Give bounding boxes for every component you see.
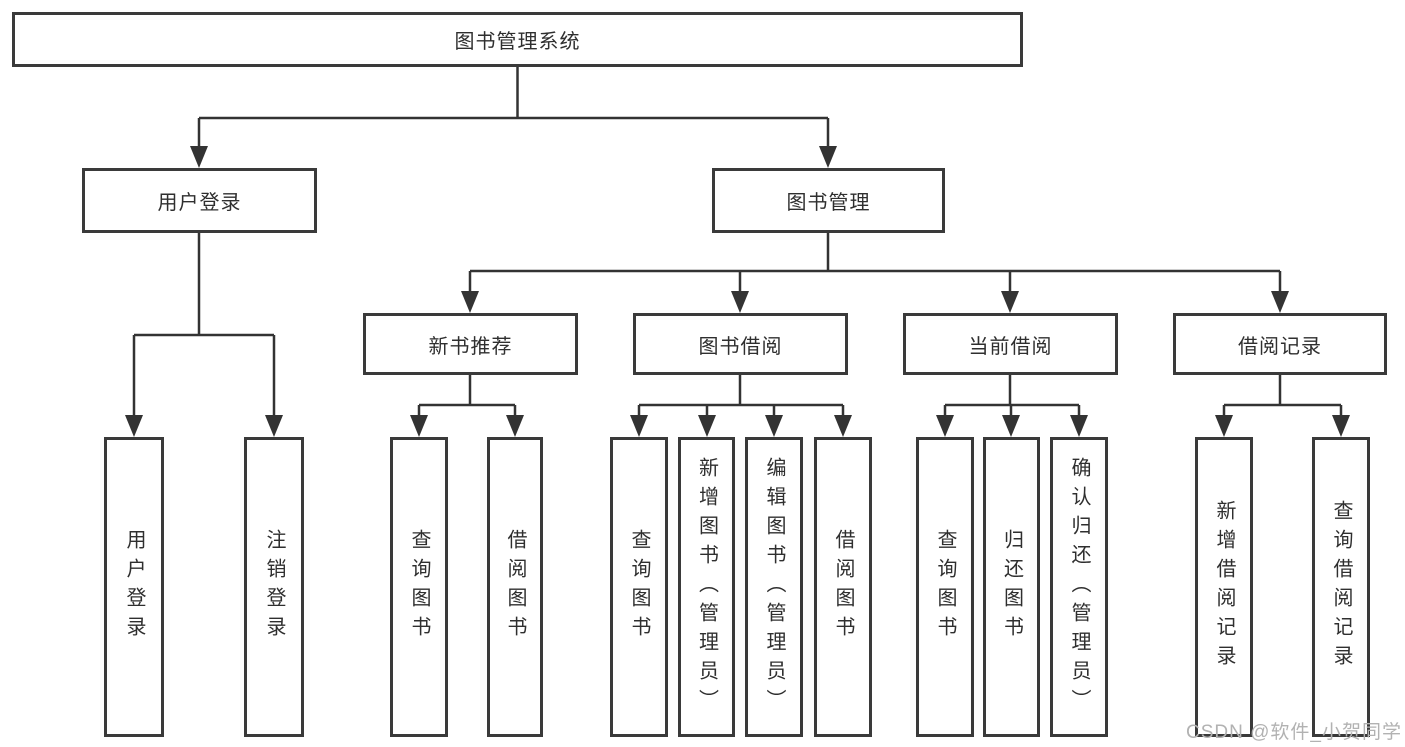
node-label: 新书推荐 [428,335,513,358]
node-library-management-system: 图书管理系统 [12,12,1023,67]
node-label: 用户登录 [123,529,145,645]
arrow-icon [1070,415,1088,437]
leaf-add-books-admin: 新增图书（管理员） [678,437,735,737]
leaf-user-login: 用户登录 [104,437,164,737]
arrow-icon [1271,291,1289,313]
leaf-return-books: 归还图书 [983,437,1040,737]
arrow-icon [1332,415,1350,437]
arrow-icon [834,415,852,437]
node-label: 新增图书（管理员） [695,456,718,718]
node-label: 用户登录 [157,192,242,214]
node-label: 新增借阅记录 [1213,500,1235,674]
arrow-icon [698,415,716,437]
arrow-icon [410,415,428,437]
node-label: 注销登录 [263,529,285,645]
arrow-icon [1001,291,1019,313]
arrow-icon [819,146,837,168]
node-new-book-recommend: 新书推荐 [363,313,578,375]
node-book-management: 图书管理 [712,168,945,233]
leaf-logout: 注销登录 [244,437,304,737]
arrow-icon [765,415,783,437]
node-label: 借阅图书 [504,529,526,645]
node-current-borrow: 当前借阅 [903,313,1118,375]
leaf-edit-books-admin: 编辑图书（管理员） [745,437,803,737]
node-label: 图书借阅 [698,335,783,358]
node-book-borrow: 图书借阅 [633,313,848,375]
node-label: 查询图书 [628,529,650,645]
arrow-icon [190,146,208,168]
node-user-login: 用户登录 [82,168,317,233]
arrow-icon [936,415,954,437]
leaf-query-books-1: 查询图书 [390,437,448,737]
arrow-icon [461,291,479,313]
leaf-query-borrow-record: 查询借阅记录 [1312,437,1370,737]
leaf-query-books-2: 查询图书 [610,437,668,737]
arrow-icon [1215,415,1233,437]
leaf-add-borrow-record: 新增借阅记录 [1195,437,1253,737]
leaf-borrow-books-1: 借阅图书 [487,437,543,737]
leaf-borrow-books-2: 借阅图书 [814,437,872,737]
node-label: 图书管理系统 [454,31,581,53]
node-label: 图书管理 [786,192,871,214]
csdn-watermark: CSDN @软件_小贺同学 [1186,722,1402,743]
arrowheads [125,146,1350,437]
node-label: 归还图书 [1000,529,1023,645]
arrow-icon [506,415,524,437]
arrow-icon [125,415,143,437]
arrow-icon [630,415,648,437]
arrow-icon [265,415,283,437]
node-label: 查询图书 [934,529,956,645]
node-label: 借阅记录 [1238,335,1322,358]
arrow-icon [1002,415,1020,437]
node-label: 查询图书 [408,529,430,645]
leaf-query-books-3: 查询图书 [916,437,974,737]
arrow-icon [731,291,749,313]
leaf-confirm-return-admin: 确认归还（管理员） [1050,437,1108,737]
node-label: 查询借阅记录 [1330,500,1352,674]
node-label: 借阅图书 [832,529,854,645]
node-label: 编辑图书（管理员） [763,456,785,718]
node-label: 确认归还（管理员） [1068,456,1090,718]
node-borrow-records: 借阅记录 [1173,313,1387,375]
node-label: 当前借阅 [968,335,1053,358]
